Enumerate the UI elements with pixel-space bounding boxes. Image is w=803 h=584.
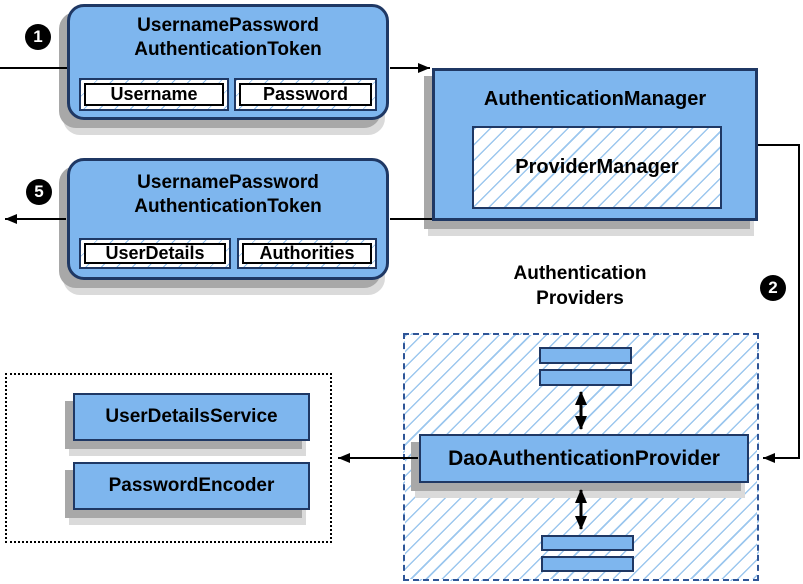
provider-bar: [541, 535, 634, 551]
response-token-title-line2: AuthenticationToken: [134, 196, 322, 217]
userdetailsservice-box: UserDetailsService: [73, 393, 310, 441]
userdetailsservice-label: UserDetailsService: [105, 406, 278, 427]
request-token-title-line1: UsernamePassword: [137, 15, 319, 36]
username-field: Username: [79, 78, 229, 111]
authentication-manager-box: AuthenticationManager ProviderManager: [432, 68, 758, 221]
passwordencoder-box: PasswordEncoder: [73, 462, 310, 510]
step-2-badge: 2: [760, 275, 786, 301]
step-5-badge: 5: [26, 179, 52, 205]
request-token-box: UsernamePassword AuthenticationToken Use…: [67, 4, 389, 120]
userdetails-field-label: UserDetails: [84, 243, 226, 264]
authorities-field-label: Authorities: [242, 243, 372, 264]
arrow-step2-path: [758, 144, 800, 463]
step-1-badge: 1: [25, 24, 51, 50]
dao-authentication-provider-label: DaoAuthenticationProvider: [448, 446, 720, 470]
response-token-box: UsernamePassword AuthenticationToken Use…: [67, 158, 389, 280]
password-field-label: Password: [239, 83, 372, 106]
authentication-providers-label-line1: Authentication: [513, 263, 647, 284]
authorities-field: Authorities: [237, 238, 377, 269]
userdetails-field: UserDetails: [79, 238, 231, 269]
username-field-label: Username: [84, 83, 224, 106]
provider-bar: [539, 347, 632, 364]
password-field: Password: [234, 78, 377, 111]
passwordencoder-label: PasswordEncoder: [108, 475, 275, 496]
provider-bar: [539, 369, 632, 386]
authentication-providers-label: Authentication Providers: [455, 261, 705, 311]
authentication-manager-title: AuthenticationManager: [483, 88, 707, 110]
provider-bar: [541, 556, 634, 572]
response-token-title-line1: UsernamePassword: [137, 172, 319, 193]
provider-manager-box: ProviderManager: [472, 126, 722, 209]
provider-manager-label: ProviderManager: [515, 156, 679, 178]
authentication-providers-label-line2: Providers: [536, 288, 624, 309]
request-token-title-line2: AuthenticationToken: [134, 39, 322, 60]
dao-authentication-provider-box: DaoAuthenticationProvider: [419, 434, 749, 483]
